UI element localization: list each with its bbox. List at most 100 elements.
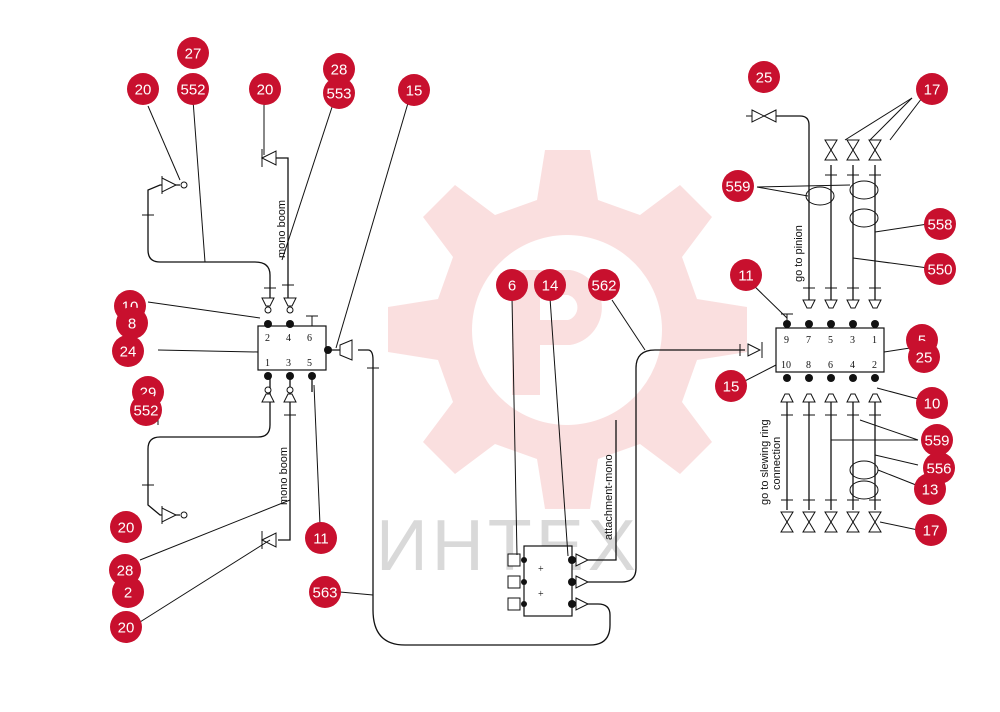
callout-label: 6 [508,278,516,295]
callout-label: 28 [331,62,348,79]
label-mono-boom-bottom: mono boom [278,447,290,505]
left-end-fittings [161,149,277,549]
callout-label: 15 [723,379,740,396]
left-pin-3: 3 [286,358,291,369]
callout-label: 20 [135,82,152,99]
callout-label: 8 [128,316,136,333]
callout-24: 24 [112,335,144,367]
callout-label: 5 [918,333,926,350]
center-leaders [511,297,646,557]
right-pin-5: 5 [828,335,833,346]
left-hoses [142,157,611,646]
left-pin-5: 5 [307,358,312,369]
callout-8: 8 [116,307,148,339]
callout-label: 15 [406,83,423,100]
callout-label: 20 [257,82,274,99]
callout-label: 552 [180,82,205,99]
callout-25: 25 [908,341,940,373]
callout-label: 562 [591,278,616,295]
right-upper-hoses [746,109,882,300]
right-distribution-block: 9 7 5 3 1 10 8 6 4 2 [775,299,885,403]
watermark-text: ИНТЕХ [376,506,640,586]
right-pin-1: 1 [872,335,877,346]
right-pin-4: 4 [850,360,855,371]
callout-label: 559 [924,433,949,450]
left-distribution-block: 2 4 6 1 3 5 [257,297,353,403]
right-pin-7: 7 [806,335,811,346]
callout-label: 17 [923,523,940,540]
callout-27: 27 [177,37,209,69]
callout-label: 20 [118,520,135,537]
callout-label: 558 [927,217,952,234]
callout-13: 13 [914,473,946,505]
right-leaders [736,97,929,531]
left-pin-1: 1 [265,358,270,369]
callout-label: 25 [916,350,933,367]
callout-10: 10 [916,387,948,419]
callout-label: 563 [312,585,337,602]
label-mono-boom-top: mono boom [276,200,288,258]
callout-label: 11 [738,268,754,285]
left-pin-6: 6 [307,333,312,344]
callout-label: 27 [185,46,202,63]
label-go-to-pinion: go to pinion [793,225,805,282]
callout-label: 10 [924,396,941,413]
callout-20: 20 [110,511,142,543]
right-pin-3: 3 [850,335,855,346]
callout-15: 15 [715,370,747,402]
callout-15: 15 [398,74,430,106]
callout-28: 28 [323,53,355,85]
callout-563: 563 [309,576,341,608]
callout-559: 559 [722,170,754,202]
callout-label: 25 [756,70,773,87]
callout-552: 552 [130,394,162,426]
callout-20: 20 [110,611,142,643]
callout-label: 20 [118,620,135,637]
callout-17: 17 [915,514,947,546]
callout-562: 562 [588,269,620,301]
center-valve-block: + + [507,342,763,617]
callout-20: 20 [249,73,281,105]
callout-11: 11 [305,522,337,554]
callout-label: 553 [326,86,351,103]
callout-553: 553 [323,77,355,109]
callout-17: 17 [916,73,948,105]
callout-label: 559 [725,179,750,196]
label-attachment-mono: attachment-mono [603,454,615,540]
callout-559: 559 [921,424,953,456]
callout-label: 24 [120,344,137,361]
right-lower-hoses [780,402,882,533]
callout-552: 552 [177,73,209,105]
callout-label: 17 [924,82,941,99]
right-pin-10: 10 [781,360,791,371]
callout-558: 558 [924,208,956,240]
right-pin-9: 9 [784,335,789,346]
right-pin-8: 8 [806,360,811,371]
watermark-gear-icon [388,150,747,509]
callout-20: 20 [127,73,159,105]
label-slewing-ring-2: connection [771,437,783,490]
callout-label: 28 [117,563,134,580]
callout-label: 552 [133,403,158,420]
callout-14: 14 [534,269,566,301]
callout-label: 14 [542,278,559,295]
callout-550: 550 [924,253,956,285]
svg-text:+: + [538,564,544,575]
svg-text:+: + [538,589,544,600]
callout-25: 25 [748,61,780,93]
label-slewing-ring-1: go to slewing ring [759,419,771,505]
callout-label: 550 [927,262,952,279]
callout-6: 6 [496,269,528,301]
watermark: ИНТЕХ [376,150,747,586]
callout-label: 11 [313,531,329,548]
callout-label: 2 [124,585,132,602]
left-pin-2: 2 [265,333,270,344]
callout-label: 13 [922,482,939,499]
left-pin-4: 4 [286,333,291,344]
callout-2: 2 [112,576,144,608]
right-pin-2: 2 [872,360,877,371]
right-pin-6: 6 [828,360,833,371]
callout-11: 11 [730,259,762,291]
